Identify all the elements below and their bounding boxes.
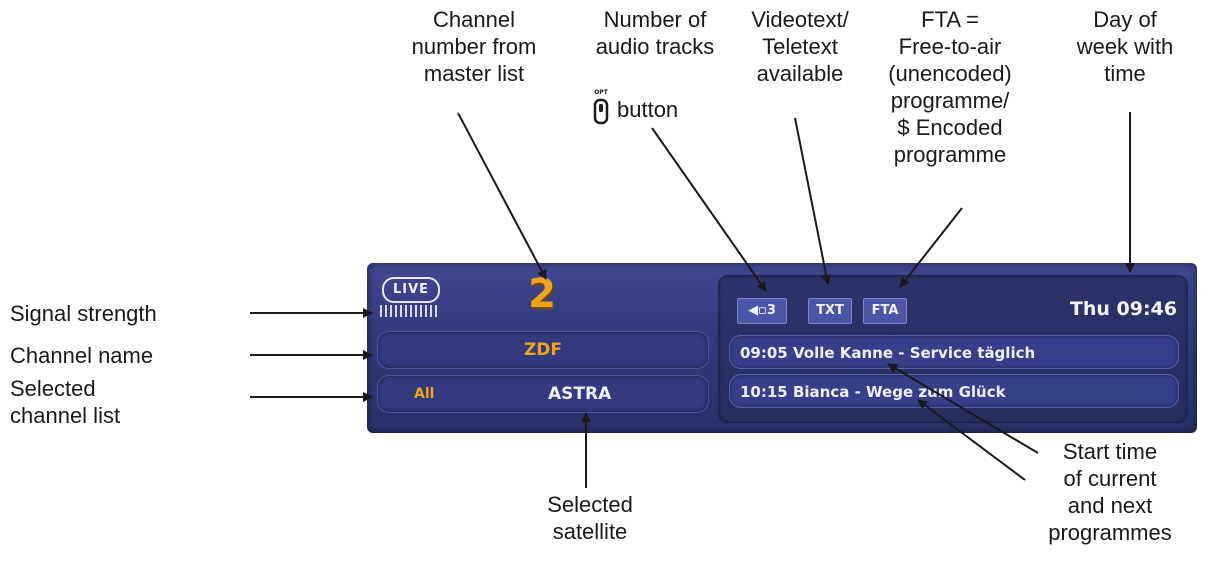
callout-audio-tracks: Number of audio tracks	[595, 7, 715, 59]
callout-start-time: Start time of current and next programme…	[1048, 439, 1172, 545]
channel-name-field: ZDF	[377, 331, 709, 369]
callout-videotext: Videotext/ Teletext available	[751, 7, 849, 86]
next-programme-row: 10:15 Bianca - Wege zum Glück	[729, 374, 1179, 408]
arrow-videotext	[794, 117, 832, 285]
live-badge: LIVE	[382, 277, 440, 303]
callout-audio-button: button	[617, 97, 679, 122]
callout-channel-list: Selected channel list	[10, 376, 121, 428]
channel-list-label: All	[414, 386, 435, 402]
teletext-tag: TXT	[808, 298, 852, 324]
callout-satellite: Selected satellite	[547, 492, 633, 544]
callout-fta: FTA = Free-to-air (unencoded) programme/…	[888, 7, 1012, 167]
callout-day-time: Day of week with time	[1076, 7, 1174, 86]
day-time-clock: Thu 09:46	[1069, 298, 1177, 320]
callout-channel-number: Channel number from master list	[411, 7, 537, 86]
opt-key-label: OPT	[594, 89, 608, 96]
callout-channel-name: Channel name	[10, 343, 154, 368]
channel-number: 2	[528, 271, 556, 317]
opt-button-icon: OPT	[590, 89, 612, 129]
arrow-channel-number	[457, 112, 547, 280]
osd-info-bar: LIVE 2 ZDF All ASTRA ◀▫3 TXT FTA Thu 09:…	[367, 263, 1197, 433]
fta-tag: FTA	[863, 298, 907, 324]
current-programme-row: 09:05 Volle Kanne - Service täglich	[729, 335, 1179, 369]
channel-list-field: All ASTRA	[377, 375, 709, 413]
signal-strength-bars	[380, 305, 440, 317]
callout-signal-strength: Signal strength	[10, 301, 157, 326]
audio-tracks-tag: ◀▫3	[737, 298, 787, 324]
satellite-label: ASTRA	[548, 384, 612, 404]
